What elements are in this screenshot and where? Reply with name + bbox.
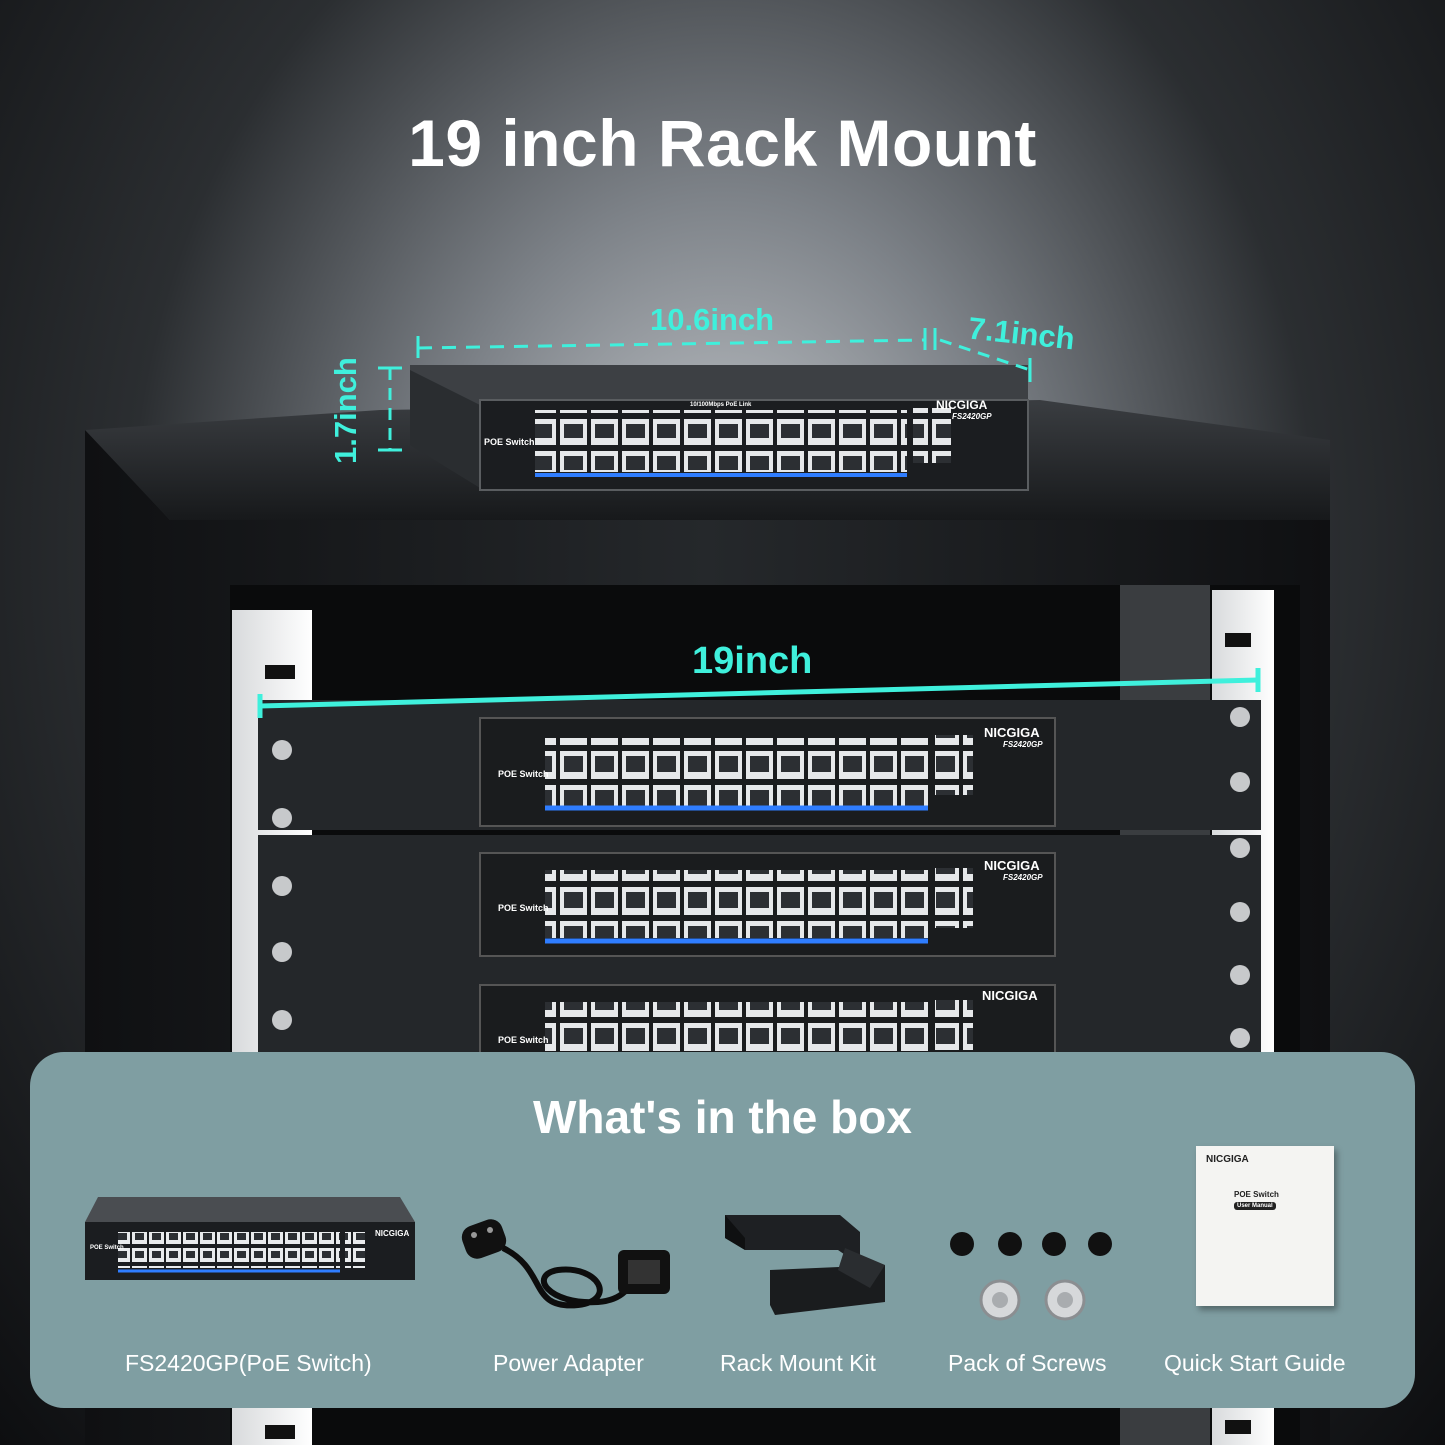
switch-model-label: FS2420GP	[952, 412, 992, 421]
rack-width-dimension-label: 19inch	[692, 640, 813, 682]
page-title: 19 inch Rack Mount	[408, 106, 1037, 180]
power-cord-icon	[461, 1219, 670, 1309]
rack-switch-1-model: FS2420GP	[1003, 740, 1043, 749]
rack-switch-2	[258, 835, 1261, 965]
rack-switch-1-front-label: POE Switch	[498, 769, 549, 779]
item-label-switch: FS2420GP(PoE Switch)	[125, 1350, 372, 1376]
rack-switch-3	[258, 965, 1261, 1056]
rack-switch-1-brand: NICGIGA	[984, 725, 1040, 740]
switch-front-label: POE Switch	[484, 437, 535, 447]
rack-switch-2-model: FS2420GP	[1003, 873, 1043, 882]
rack-switch-1	[258, 700, 1261, 830]
width-dimension-label: 10.6inch	[650, 302, 775, 337]
rack-bracket-icon	[725, 1215, 885, 1315]
rack-switch-3-front-label: POE Switch	[498, 1035, 549, 1045]
rack-switch-3-brand: NICGIGA	[982, 988, 1038, 1003]
item-label-power-adapter: Power Adapter	[493, 1350, 644, 1376]
guide-title: POE Switch	[1234, 1190, 1279, 1199]
item-label-screws: Pack of Screws	[948, 1350, 1107, 1376]
item-label-quick-start-guide: Quick Start Guide	[1164, 1350, 1346, 1376]
rack-switch-2-front-label: POE Switch	[498, 903, 549, 913]
screws-icon	[950, 1232, 1112, 1321]
height-dimension-label: 1.7inch	[328, 357, 363, 464]
guide-brand: NICGIGA	[1206, 1154, 1249, 1165]
switch-brand-label: NICGIGA	[936, 398, 988, 412]
box-title: What's in the box	[533, 1091, 912, 1143]
in-the-box-panel: What's in the box POE Switch NICGIGA	[30, 1052, 1415, 1408]
item-label-rack-mount-kit: Rack Mount Kit	[720, 1350, 876, 1376]
box-switch-brand: NICGIGA	[375, 1229, 410, 1238]
box-switch-front-label: POE Switch	[90, 1245, 124, 1251]
rack-switch-2-brand: NICGIGA	[984, 858, 1040, 873]
poe-switch-icon	[85, 1197, 415, 1280]
guide-subtitle: User Manual	[1234, 1202, 1276, 1210]
switch-poe-link-label: 10/100Mbps PoE Link	[690, 402, 752, 408]
manual-icon: NICGIGA POE Switch User Manual	[1196, 1146, 1334, 1306]
